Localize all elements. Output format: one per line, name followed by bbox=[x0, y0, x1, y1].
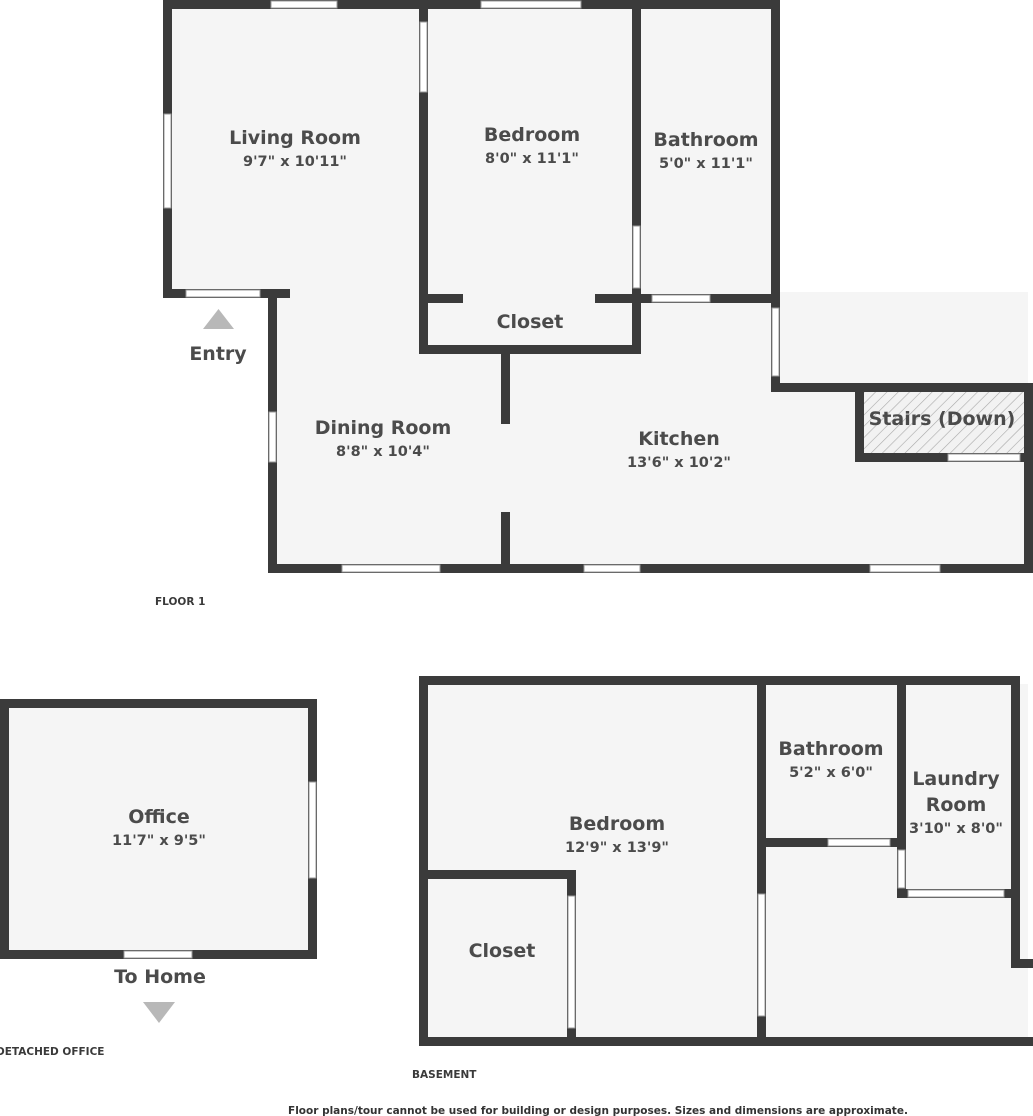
basement-closet-name: Closet bbox=[469, 940, 536, 962]
laundry-room-name-line1: Laundry bbox=[912, 768, 1000, 790]
to-home-arrow-icon bbox=[143, 1002, 175, 1023]
basement-bedroom-name: Bedroom bbox=[569, 813, 665, 835]
basement-bathroom-dims: 5'2" x 6'0" bbox=[789, 765, 873, 781]
living-room-name: Living Room bbox=[229, 127, 361, 149]
entry-label: Entry bbox=[189, 343, 247, 365]
bathroom-dims: 5'0" x 11'1" bbox=[659, 156, 753, 172]
stairs-area bbox=[860, 392, 1024, 456]
office-name: Office bbox=[128, 806, 190, 828]
kitchen-name: Kitchen bbox=[638, 428, 720, 450]
closet-name: Closet bbox=[497, 311, 564, 333]
laundry-room-name-line2: Room bbox=[926, 794, 987, 816]
floor-1-plan: Living Room 9'7" x 10'11" Bedroom 8'0" x… bbox=[155, 0, 1033, 608]
dining-room-name: Dining Room bbox=[315, 417, 452, 439]
living-room-dims: 9'7" x 10'11" bbox=[243, 154, 347, 170]
dining-room-dims: 8'8" x 10'4" bbox=[336, 444, 430, 460]
stairs-name: Stairs (Down) bbox=[869, 408, 1016, 430]
basement-label: BASEMENT bbox=[412, 1069, 477, 1081]
office-dims: 11'7" x 9'5" bbox=[112, 833, 206, 849]
laundry-room-dims: 3'10" x 8'0" bbox=[909, 821, 1003, 837]
to-home-label: To Home bbox=[114, 966, 206, 988]
entry-arrow-icon bbox=[203, 309, 234, 329]
disclaimer-text: Floor plans/tour cannot be used for buil… bbox=[288, 1105, 908, 1116]
bedroom-dims: 8'0" x 11'1" bbox=[485, 151, 579, 167]
bedroom-name: Bedroom bbox=[484, 124, 580, 146]
basement-bedroom-dims: 12'9" x 13'9" bbox=[565, 840, 669, 856]
floor-1-label: FLOOR 1 bbox=[155, 596, 205, 608]
basement-plan: Bedroom 12'9" x 13'9" Bathroom 5'2" x 6'… bbox=[412, 676, 1033, 1081]
detached-office-label: DETACHED OFFICE bbox=[0, 1046, 104, 1058]
basement-bathroom-name: Bathroom bbox=[778, 738, 883, 760]
kitchen-dims: 13'6" x 10'2" bbox=[627, 455, 731, 471]
detached-office-plan: Office 11'7" x 9'5" To Home DETACHED OFF… bbox=[0, 699, 317, 1058]
bathroom-name: Bathroom bbox=[653, 129, 758, 151]
